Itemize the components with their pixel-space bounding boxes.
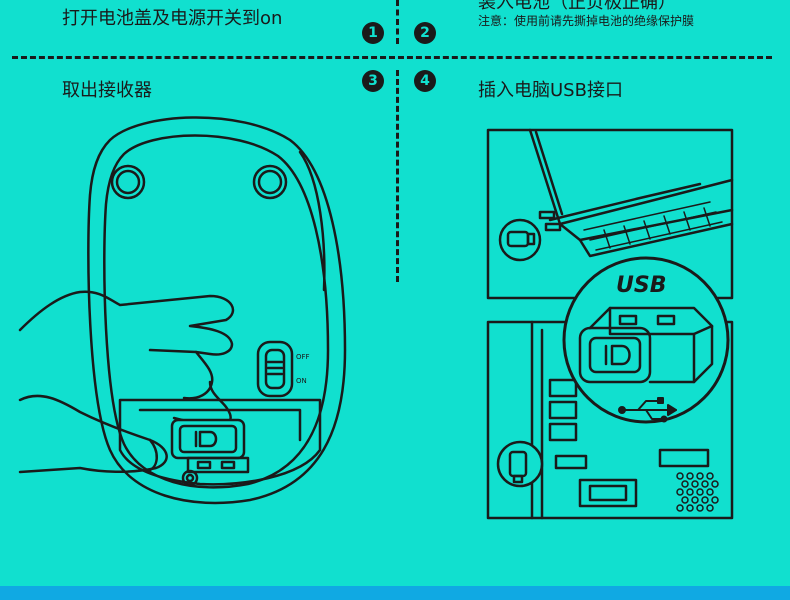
step-1-badge: 1 [362,22,384,44]
step-3-badge: 3 [362,70,384,92]
step-1-text: 打开电池盖及电源开关到on [62,8,283,29]
vertical-divider-top [396,0,399,44]
switch-off-label: OFF [296,353,310,361]
computer-usb-illustration: USB [486,128,734,520]
usb-zoom-label: USB [616,273,666,298]
vertical-divider-bottom [396,70,399,282]
horizontal-divider [12,56,772,59]
step-2-text: 装入电池（正负极正确） [478,0,676,13]
switch-on-label: ON [296,377,307,385]
mouse-underside-illustration: OFF ON [18,116,347,505]
bottom-bar [0,586,790,600]
step-4-text: 插入电脑USB接口 [478,80,623,101]
step-3-text: 取出接收器 [62,80,152,101]
step-4-badge: 4 [414,70,436,92]
step-2-note: 注意：使用前请先撕掉电池的绝缘保护膜 [478,14,695,28]
step-2-badge: 2 [414,22,436,44]
